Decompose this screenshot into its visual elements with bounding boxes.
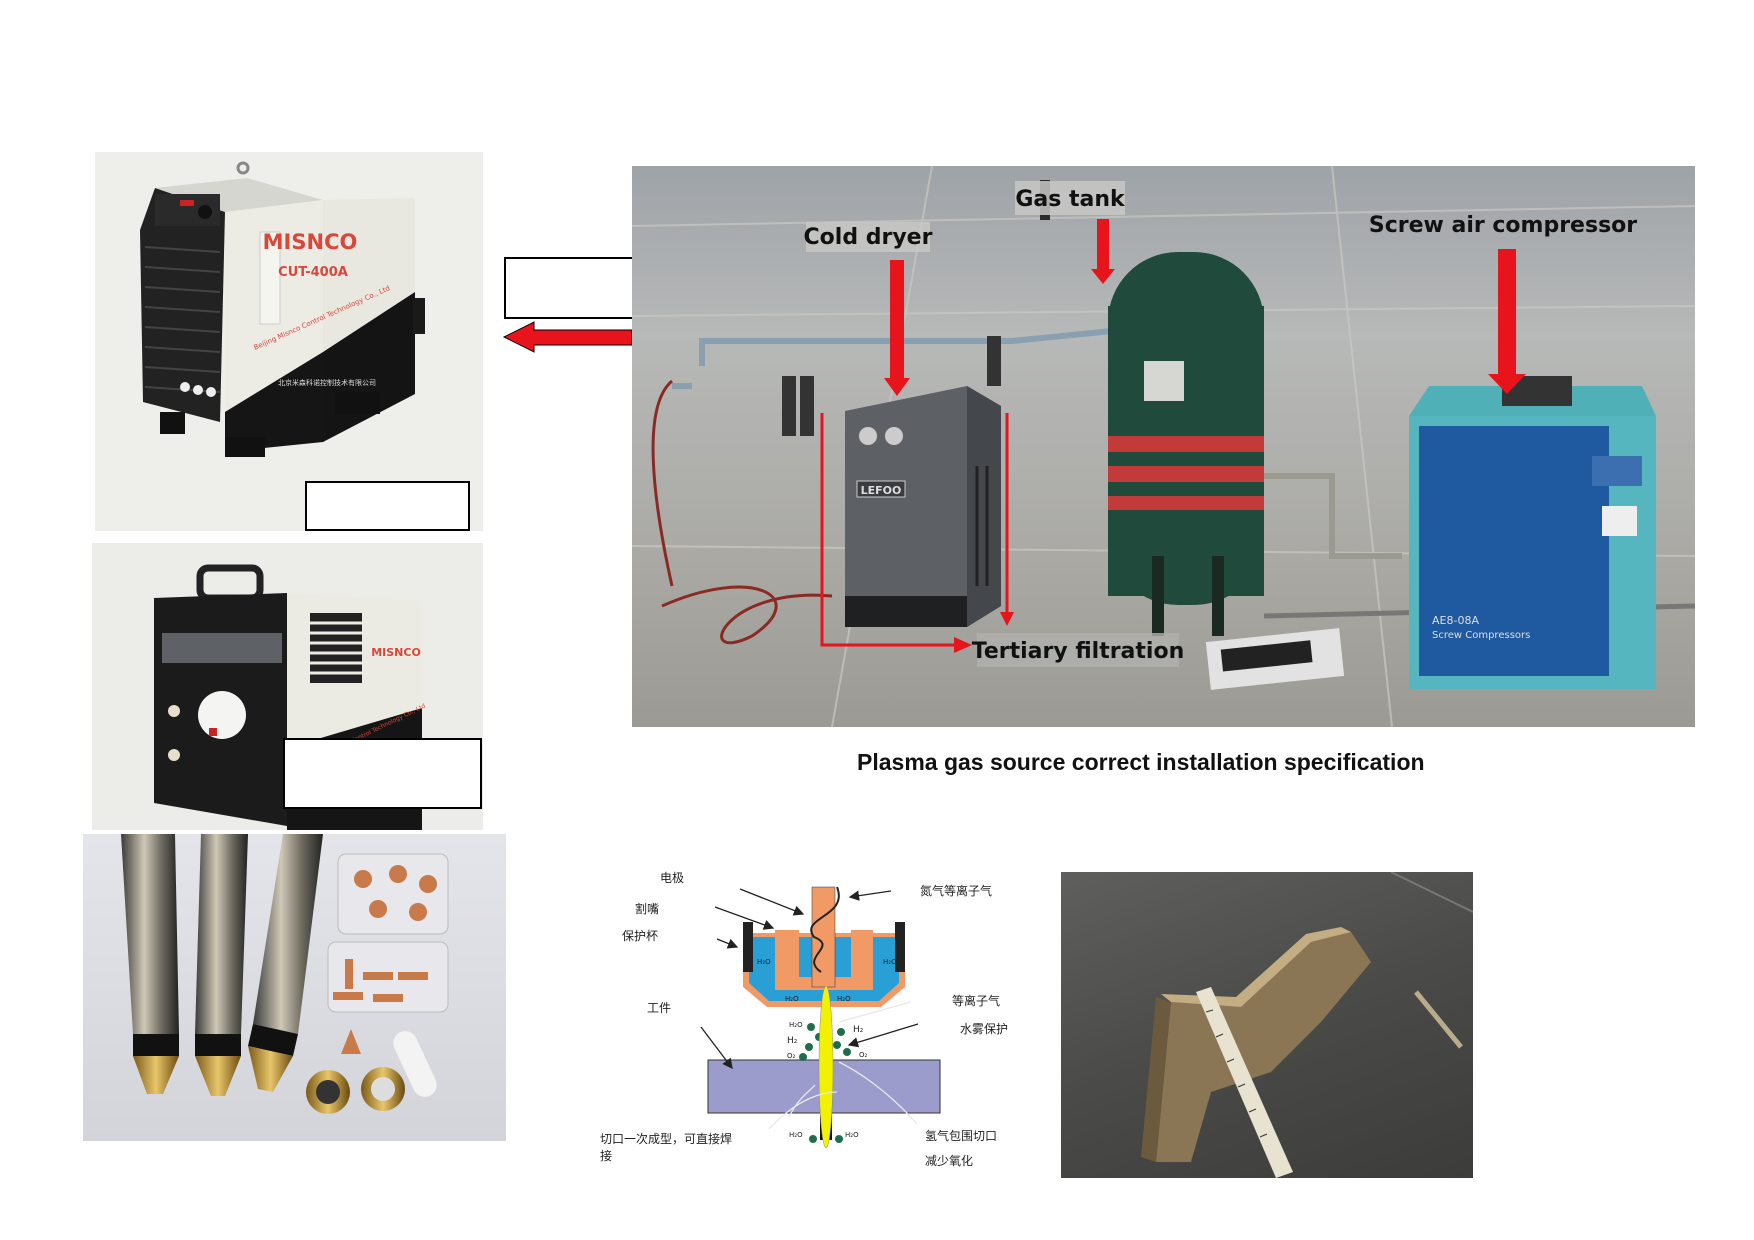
chem-h2-2: H₂ (853, 1025, 864, 1035)
chem-h2o-6: H₂O (789, 1131, 803, 1139)
machine-model: CUT-400A (278, 265, 348, 280)
chem-o2-2: O₂ (859, 1051, 868, 1059)
gas-source-caption: Plasma gas source correct installation s… (857, 749, 1425, 775)
chem-h2o-1: H₂O (757, 958, 771, 966)
screw-air-compressor: AE8-08A Screw Compressors (1409, 376, 1656, 689)
chem-h2o-7: H₂O (845, 1131, 859, 1139)
machine2-brand: MISNCO (371, 646, 421, 659)
cold-dryer: LEFOO (845, 386, 1001, 627)
blank-label-box (305, 481, 470, 531)
compressor-type: Screw Compressors (1432, 630, 1530, 641)
plasma-jet (818, 985, 834, 1149)
cut-metal-sample-photo (1061, 872, 1473, 1178)
plasma-cutter-cut-400a-photo: MISNCO CUT-400A Beijing Misnco Control T… (95, 152, 483, 531)
gas-tank-arrow (1097, 219, 1109, 269)
compressor-arrow (1498, 249, 1516, 374)
torch-3 (248, 834, 323, 1092)
label-cold-dryer: Cold dryer (804, 225, 933, 250)
label-nozzle: 割嘴 (635, 901, 659, 916)
cutting-torches-consumables-photo (83, 834, 506, 1141)
torch-2 (195, 834, 248, 1096)
label-gas-tank: Gas tank (1015, 187, 1126, 212)
plasma-cutting-diagram: H₂O H₂O H₂O H₂O H₂O H₂ H₂ O₂ O₂ H₂O H₂O (599, 867, 1018, 1169)
blank-label-box-2 (283, 738, 482, 809)
empty-callout-box (504, 257, 632, 319)
torch-1 (121, 834, 179, 1094)
label-water-mist: 水雾保护 (960, 1022, 1008, 1036)
chem-h2o-3: H₂O (785, 995, 799, 1003)
label-plasma-gas: 等离子气 (952, 993, 1000, 1008)
label-workpiece: 工件 (647, 1001, 671, 1015)
chem-o2-1: O₂ (787, 1052, 796, 1060)
chem-h2o-2: H₂O (883, 958, 897, 966)
cold-dryer-arrow (890, 260, 904, 378)
label-electrode: 电极 (660, 871, 684, 885)
label-hydrogen-2: 减少氧化 (925, 1154, 973, 1168)
red-left-arrow (502, 321, 632, 353)
machine-brand: MISNCO (263, 230, 358, 254)
gas-tank (1040, 180, 1264, 636)
plasma-gas-source-photo: LEFOO AE8-08A Screw Compressors (632, 166, 1695, 727)
label-kerf-2: 接 (600, 1148, 612, 1163)
label-nitrogen-plasma-gas: 氮气等离子气 (920, 883, 992, 898)
tertiary-filtration-arrows (820, 413, 1009, 647)
machine-company-cn: 北京米森科诺控制技术有限公司 (278, 378, 376, 387)
label-tertiary-filtration: Tertiary filtration (972, 639, 1185, 664)
label-shield-cup: 保护杯 (622, 929, 658, 943)
chem-h2o-5: H₂O (789, 1021, 803, 1029)
chem-h2o-4: H₂O (837, 995, 851, 1003)
label-screw-air-compressor: Screw air compressor (1369, 213, 1637, 238)
compressor-model: AE8-08A (1432, 614, 1479, 627)
chem-h2-1: H₂ (787, 1036, 798, 1046)
label-kerf-1: 切口一次成型，可直接焊 (600, 1131, 732, 1146)
dryer-brand: LEFOO (861, 484, 902, 497)
label-hydrogen-1: 氢气包围切口 (925, 1128, 997, 1143)
